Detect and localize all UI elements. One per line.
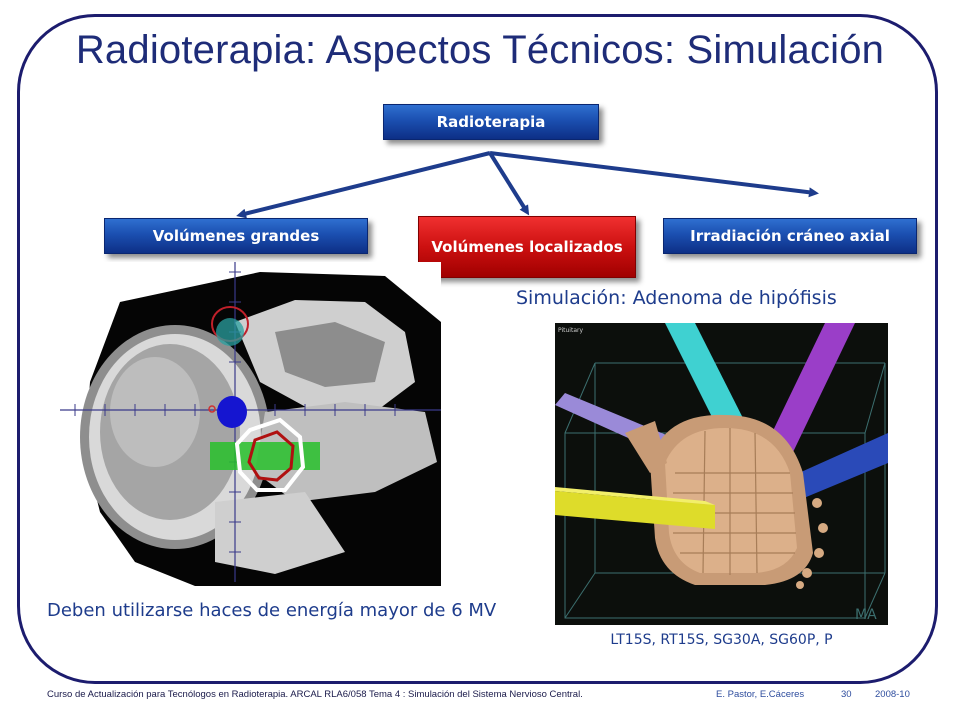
beam-cyan bbox=[665, 323, 753, 443]
footer-authors: E. Pastor, E.Cáceres bbox=[716, 689, 805, 700]
footer-course: Curso de Actualización para Tecnólogos e… bbox=[47, 689, 583, 700]
arrow-to-volumenes-grandes bbox=[236, 151, 491, 219]
box-volumenes-localizados: Volúmenes localizados bbox=[418, 216, 636, 278]
slide-title: Radioterapia: Aspectos Técnicos: Simulac… bbox=[75, 28, 885, 72]
beam-yellow bbox=[555, 491, 715, 529]
simulation-subtitle: Simulación: Adenoma de hipófisis bbox=[516, 287, 837, 309]
beam-blue bbox=[781, 433, 888, 505]
beams-caption: LT15S, RT15S, SG30A, SG60P, P bbox=[610, 632, 833, 648]
ct-planning-image bbox=[45, 262, 441, 586]
footer-year: 2008-10 bbox=[875, 689, 910, 700]
box-irradiacion-craneo-axial: Irradiación cráneo axial bbox=[663, 218, 917, 254]
arrow-to-irradiacion bbox=[489, 151, 819, 198]
energy-note: Deben utilizarse haces de energía mayor … bbox=[47, 600, 497, 621]
arrow-to-volumenes-localizados bbox=[488, 151, 530, 216]
box-volumenes-grandes: Volúmenes grandes bbox=[104, 218, 368, 254]
pituitary-label: Pituitary bbox=[558, 327, 583, 334]
svg-text:MA: MA bbox=[855, 607, 877, 623]
beam-simulation-image: Pituitary MA bbox=[555, 323, 888, 625]
slide-frame bbox=[17, 14, 938, 684]
root-box-radioterapia: Radioterapia bbox=[383, 104, 599, 140]
footer-page-number: 30 bbox=[841, 689, 852, 700]
